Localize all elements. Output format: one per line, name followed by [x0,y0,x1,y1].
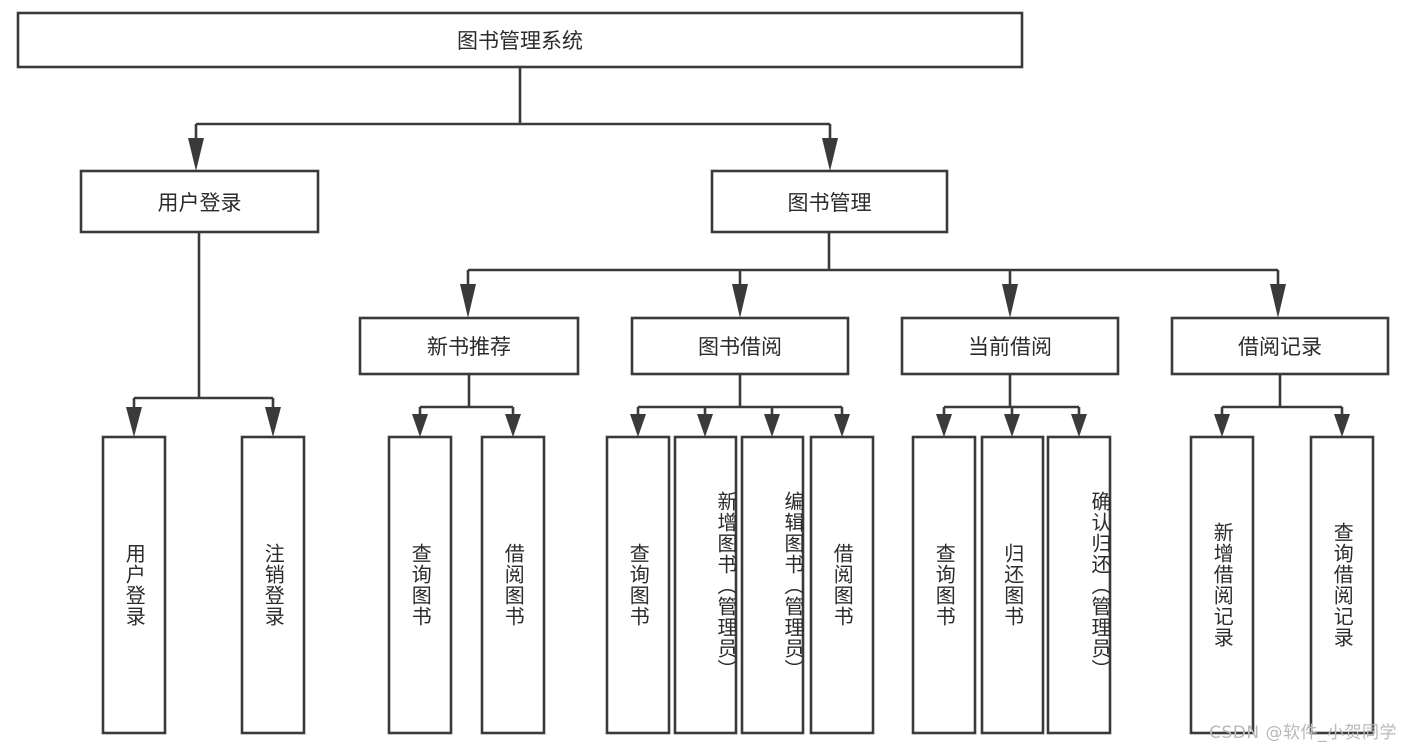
arrow-head-icon [936,414,952,437]
arrow-head-icon [265,407,281,437]
leaf-query-record-box[interactable] [1309,435,1375,735]
arrow-head-icon [834,414,850,437]
arrow-head-icon [1004,414,1020,437]
leaf-add-record-box[interactable] [1189,435,1255,735]
arrow-head-icon [630,414,646,437]
leaf-borrow-book-2-box[interactable] [809,435,875,735]
leaf-user-logout-box[interactable] [240,435,306,735]
arrow-head-icon [1002,284,1018,318]
arrow-head-icon [1270,284,1286,318]
arrow-head-icon [1214,414,1230,437]
arrow-head-icon [732,284,748,318]
leaf-query-book-1-box[interactable] [387,435,453,735]
arrow-head-icon [126,407,142,437]
node-user-login-box[interactable] [79,169,320,234]
watermark-text: CSDN @软件_小贺同学 [1209,723,1397,743]
arrow-head-icon [188,138,204,171]
node-current-borrow-box[interactable] [900,316,1120,376]
leaf-user-login-box[interactable] [101,435,167,735]
arrow-head-icon [1071,414,1087,437]
leaf-borrow-book-1-box[interactable] [480,435,546,735]
arrow-head-icon [697,414,713,437]
arrow-head-icon [1334,414,1350,437]
leaf-confirm-return-box[interactable] [1046,435,1112,735]
node-book-borrow-box[interactable] [630,316,850,376]
node-new-book-recommend-box[interactable] [358,316,580,376]
leaf-add-book-box[interactable] [673,435,738,735]
leaf-edit-book-box[interactable] [740,435,805,735]
node-book-management-box[interactable] [710,169,949,234]
arrow-head-icon [412,414,428,437]
arrow-head-icon [460,284,476,318]
node-root-box[interactable] [16,11,1024,69]
arrow-head-icon [764,414,780,437]
node-borrow-record-box[interactable] [1170,316,1390,376]
leaf-return-book-box[interactable] [980,435,1045,735]
arrow-head-icon [505,414,521,437]
leaf-query-book-3-box[interactable] [911,435,977,735]
leaf-query-book-2-box[interactable] [605,435,671,735]
arrow-head-icon [822,138,838,171]
